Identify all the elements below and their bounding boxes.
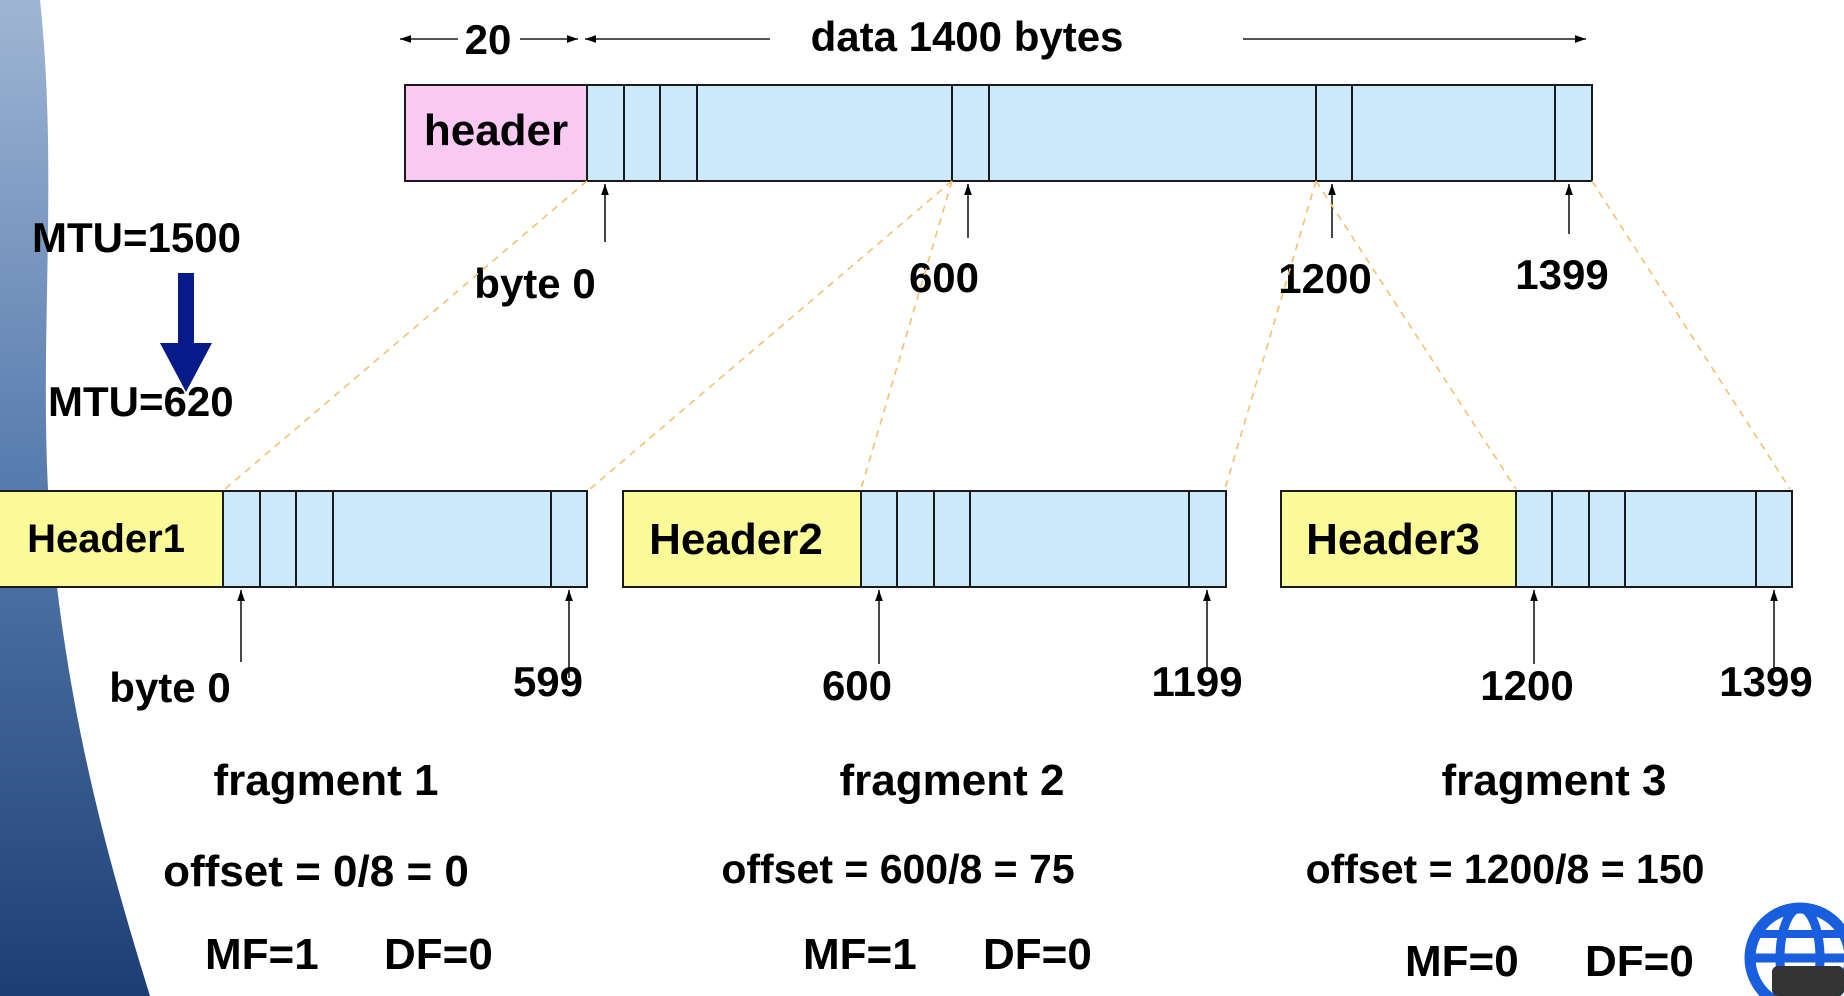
fragment-df-flag: DF=0 bbox=[384, 930, 493, 979]
mtu-from-label: MTU=1500 bbox=[32, 214, 241, 261]
fragment-mf-flag: MF=0 bbox=[1405, 937, 1519, 986]
fragment-df-flag: DF=0 bbox=[1585, 937, 1694, 986]
fragment-data-dividers bbox=[1551, 491, 1757, 587]
fragment-name: fragment 2 bbox=[840, 756, 1065, 805]
arrow-down-icon bbox=[160, 273, 212, 392]
original-header-label: header bbox=[424, 106, 568, 155]
mapping-line bbox=[224, 180, 588, 490]
mtu-to-label: MTU=620 bbox=[48, 378, 234, 425]
original-byte-label: byte 0 bbox=[474, 260, 595, 307]
original-datagram: 20 data 1400 bytes header byte 0 600 120… bbox=[400, 13, 1609, 307]
globe-icon bbox=[1744, 902, 1844, 996]
mtu-change: MTU=1500 MTU=620 bbox=[32, 214, 241, 425]
fragment-data-area bbox=[222, 490, 588, 588]
data-length-label: data 1400 bytes bbox=[811, 13, 1124, 60]
fragment-end-label: 599 bbox=[513, 658, 583, 705]
fragment-3: Header3 1200 1399 fragment 3 offset = 12… bbox=[1280, 490, 1813, 986]
fragment-1: Header1 byte 0 599 fragment 1 offset = 0… bbox=[0, 490, 588, 979]
original-byte-label: 1399 bbox=[1515, 251, 1608, 298]
fragment-data-area bbox=[1515, 490, 1793, 588]
fragment-mapping-lines bbox=[224, 180, 1791, 490]
fragment-data-dividers bbox=[259, 491, 552, 587]
slide-background-swoosh bbox=[0, 0, 150, 996]
mapping-line bbox=[1224, 180, 1317, 490]
original-data-area bbox=[586, 84, 1593, 182]
fragment-data-area bbox=[860, 490, 1227, 588]
fragment-name: fragment 3 bbox=[1442, 756, 1667, 805]
fragment-df-flag: DF=0 bbox=[983, 930, 1092, 979]
fragment-mf-flag: MF=1 bbox=[205, 930, 319, 979]
fragment-offset: offset = 1200/8 = 150 bbox=[1306, 846, 1705, 892]
mapping-line bbox=[589, 180, 953, 490]
fragment-data-dividers bbox=[896, 491, 1190, 587]
fragment-end-label: 1399 bbox=[1719, 658, 1812, 705]
fragment-header-label: Header2 bbox=[649, 515, 823, 564]
fragment-2: Header2 600 1199 fragment 2 offset = 600… bbox=[622, 490, 1243, 979]
fragment-header-box bbox=[622, 490, 862, 588]
mapping-line bbox=[1315, 180, 1517, 490]
mapping-line bbox=[860, 180, 953, 490]
fragment-end-label: 1199 bbox=[1151, 658, 1242, 705]
original-byte-label: 600 bbox=[909, 254, 979, 301]
header-length-label: 20 bbox=[465, 16, 512, 63]
fragment-mf-flag: MF=1 bbox=[803, 930, 917, 979]
original-header-box bbox=[404, 84, 588, 182]
fragment-offset: offset = 0/8 = 0 bbox=[163, 847, 469, 896]
original-byte-label: 1200 bbox=[1278, 255, 1371, 302]
fragment-header-label: Header1 bbox=[27, 517, 185, 561]
fragment-start-label: byte 0 bbox=[109, 664, 230, 711]
fragment-name: fragment 1 bbox=[214, 756, 439, 805]
fragment-header-label: Header3 bbox=[1306, 515, 1480, 564]
original-data-dividers bbox=[623, 85, 1556, 181]
fragment-start-label: 1200 bbox=[1480, 662, 1573, 709]
fragment-header-box bbox=[0, 490, 224, 588]
fragment-start-label: 600 bbox=[822, 662, 892, 709]
fragment-offset: offset = 600/8 = 75 bbox=[721, 846, 1074, 892]
mapping-line bbox=[1591, 180, 1791, 490]
fragment-header-box bbox=[1280, 490, 1517, 588]
